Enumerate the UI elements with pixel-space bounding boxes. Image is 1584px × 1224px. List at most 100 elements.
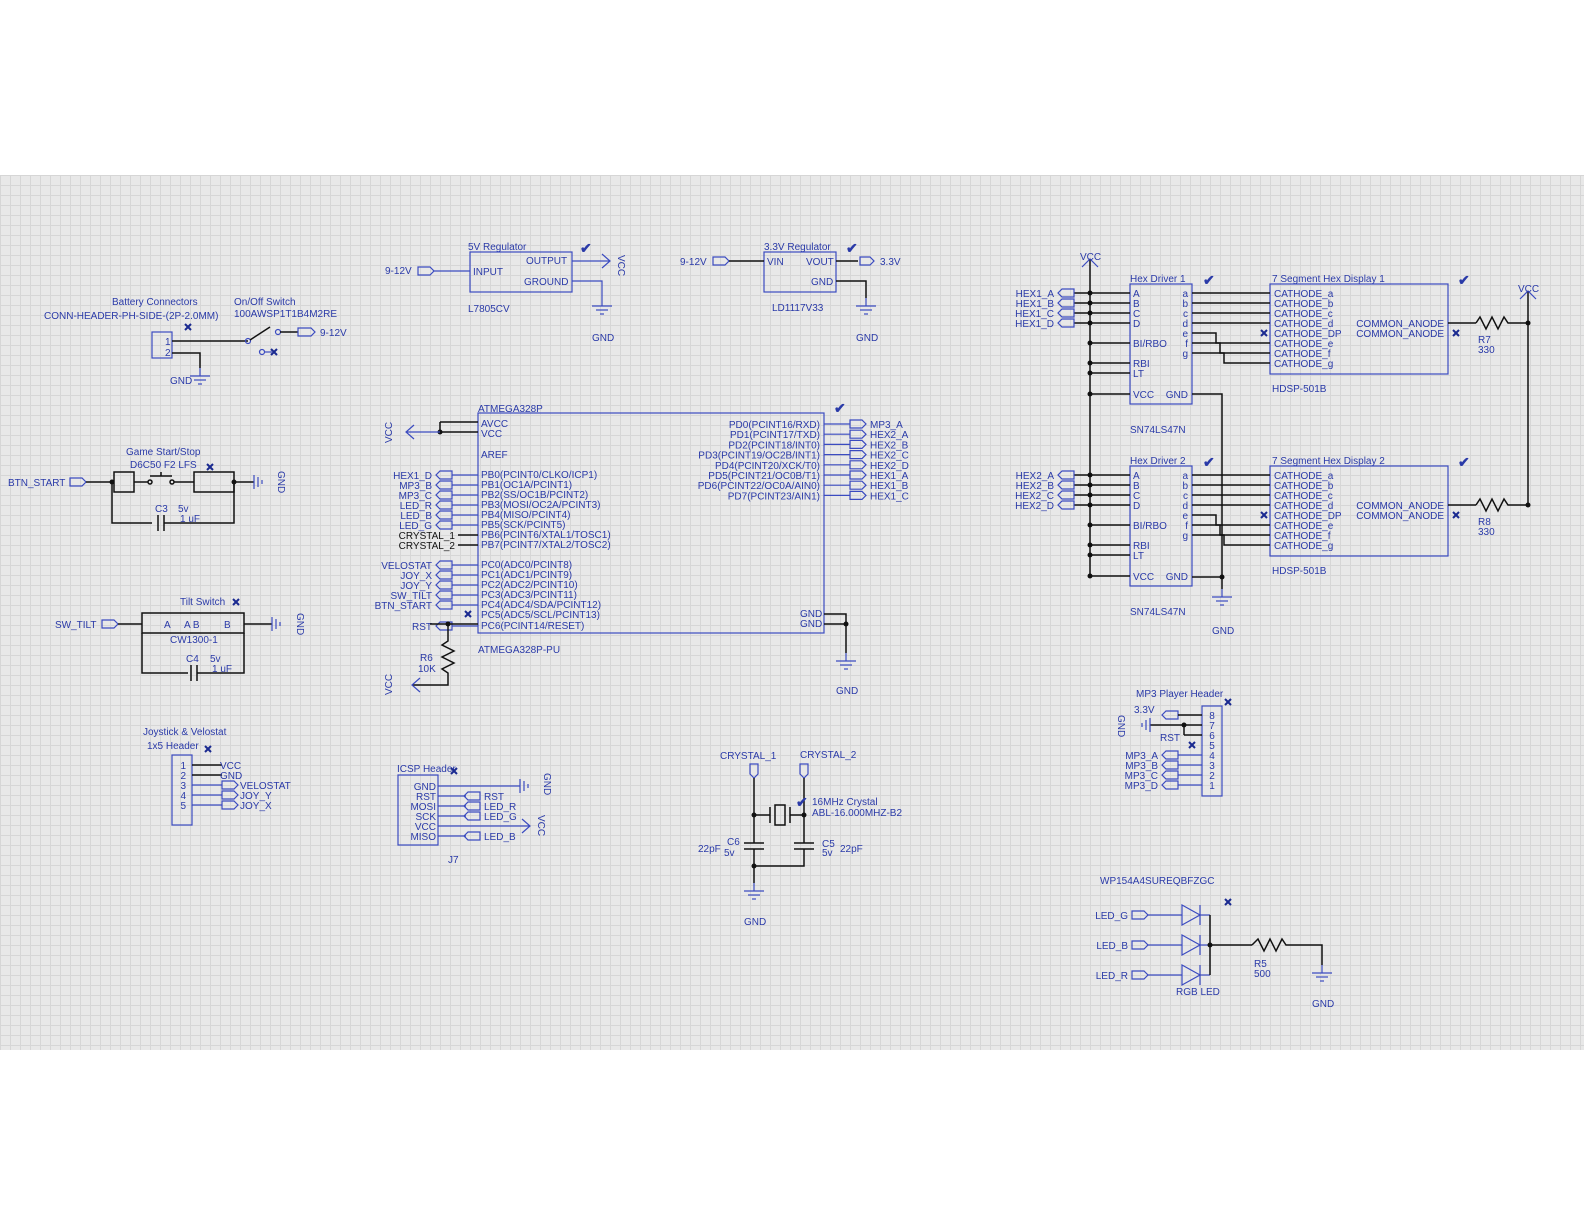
display-title: 7 Segment Hex Display 2 [1272,456,1385,467]
mcu-pin: PD6(PCINT22/OC0A/AIN0) [698,481,820,492]
svg-text:GND: GND [836,686,858,697]
mcu-pin: PB4(MISO/PCINT4) [481,510,570,521]
svg-text:GND: GND [1312,999,1334,1010]
net-port [1131,970,1149,980]
header-net: VCC [220,761,241,772]
driver-pin: e [1182,511,1188,522]
net-port [849,429,867,439]
hex-net: HEX2_C [1015,491,1054,502]
svg-text:✔: ✔ [846,240,858,256]
svg-text:1 uF: 1 uF [212,664,232,675]
net-port [1161,750,1179,760]
svg-text:ATMEGA328P-PU: ATMEGA328P-PU [478,645,560,656]
mcu-pin: VCC [481,429,502,440]
svg-text:ABL-16.000MHZ-B2: ABL-16.000MHZ-B2 [812,808,902,819]
driver-pin: c [1183,491,1188,502]
driver-pin: d [1182,501,1188,512]
svg-text:A B: A B [184,620,200,631]
svg-text:GND: GND [170,376,192,387]
driver-pin: LT [1133,369,1144,380]
display-pin: COMMON_ANODE [1356,511,1444,522]
net-port [849,439,867,449]
driver-pin: GND [1166,572,1188,583]
svg-text:GND: GND [541,773,552,795]
schematic-canvas[interactable] [0,175,1584,1050]
resistor-label: R7 [1478,335,1491,346]
hex-net: HEX2_D [1015,501,1054,512]
net-port [435,580,453,590]
header-pin: 3 [180,781,186,792]
display-pin: CATHODE_f [1274,531,1331,542]
svg-text:L7805CV: L7805CV [468,304,510,315]
driver-pin: VCC [1133,572,1154,583]
svg-text:C6: C6 [727,837,740,848]
svg-text:WP154A4SUREQBFZGC: WP154A4SUREQBFZGC [1100,876,1214,887]
display-title: 7 Segment Hex Display 1 [1272,274,1385,285]
driver-pin: e [1182,329,1188,340]
display-pin: CATHODE_d [1274,319,1333,330]
mcu-pin: PB1(OC1A/PCINT1) [481,480,572,491]
display-pin: COMMON_ANODE [1356,329,1444,340]
driver-pin: BI/RBO [1133,521,1167,532]
svg-text:VCC: VCC [1518,284,1539,295]
net-port [849,480,867,490]
svg-text:22pF: 22pF [698,844,721,855]
crystal: CRYSTAL_1 CRYSTAL_2 ✔ 16MHz Crystal ABL-… [698,750,902,928]
mcu-pin: PB0(PCINT0/CLKO/ICP1) [481,470,597,481]
svg-text:3.3V: 3.3V [1134,705,1155,716]
mcu-net: RST [412,622,432,633]
mcu-pin: AREF [481,450,508,461]
icsp-net: LED_G [484,812,517,823]
header-pin: 5 [180,801,186,812]
svg-text:ICSP Header: ICSP Header [397,764,456,775]
display-pin: CATHODE_c [1274,309,1333,320]
mcu-net: HEX1_C [870,491,909,502]
svg-text:✔: ✔ [1203,454,1215,470]
net-port [221,780,239,790]
driver-pin: C [1133,309,1140,320]
net-port [435,590,453,600]
net-port [435,600,453,610]
hex-driver [1129,283,1193,405]
svg-text:Game Start/Stop: Game Start/Stop [126,447,201,458]
icsp-pin: GND [414,782,436,793]
svg-text:VCC: VCC [1080,252,1101,263]
svg-text:Tilt Switch: Tilt Switch [180,597,225,608]
svg-text:GND: GND [275,471,286,493]
regulator-3v3: 3.3V Regulator ✔ VIN VOUT GND 9-12V 3.3V… [680,240,901,344]
driver-title: Hex Driver 2 [1130,456,1186,467]
svg-text:VCC: VCC [615,255,626,276]
svg-text:OUTPUT: OUTPUT [526,256,567,267]
display-part: HDSP-501B [1272,566,1327,577]
svg-text:B: B [224,620,231,631]
mcu-pin: AVCC [481,419,508,430]
display-pin: CATHODE_c [1274,491,1333,502]
regulator-5v: 5V Regulator ✔ INPUT OUTPUT GROUND 9-12V… [385,240,626,344]
mcu-pin: PB2(SS/OC1B/PCINT2) [481,490,588,501]
net-port [463,831,481,841]
svg-text:GND: GND [592,333,614,344]
icsp-net: LED_R [484,802,516,813]
mcu-pin: PD5(PCINT21/OC0B/T1) [708,471,820,482]
net-port [463,811,481,821]
hex-net: HEX1_D [1015,319,1054,330]
mcu-net: MP3_A [870,420,903,431]
battery-connectors: Battery Connectors CONN-HEADER-PH-SIDE-(… [44,297,248,387]
display-pin: CATHODE_e [1274,339,1334,350]
mcu-pin: PD2(PCINT18/INT0) [728,440,820,451]
driver-pin: b [1182,299,1188,310]
mp3-pin: 8 [1209,711,1215,722]
driver-pin: d [1182,319,1188,330]
mcu-net: HEX2_C [870,451,909,462]
net-port [1161,770,1179,780]
svg-text:INPUT: INPUT [473,267,503,278]
mcu-pin: PD0(PCINT16/RXD) [729,420,820,431]
mcu-net: MP3_C [399,491,432,502]
svg-text:500: 500 [1254,969,1271,980]
svg-text:A: A [164,620,171,631]
driver-pin: a [1182,471,1188,482]
mcu-pin: PC0(ADC0/PCINT8) [481,560,572,571]
mcu-pin: PB5(SCK/PCINT5) [481,520,565,531]
display-pin: CATHODE_g [1274,541,1333,552]
